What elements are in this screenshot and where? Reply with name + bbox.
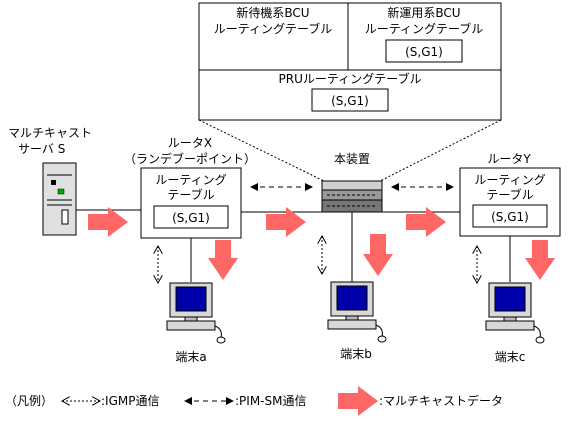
router-y-entry-box	[472, 204, 548, 228]
multicast-arrow-3	[406, 207, 446, 237]
legend-multicast-arrow	[338, 386, 378, 416]
router-y-entry: (S,G1)	[491, 210, 529, 224]
router-y-table-title: ルーティング	[474, 173, 545, 187]
router-x-label: ルータX	[168, 136, 212, 150]
server-label-line1: マルチキャスト	[8, 126, 92, 140]
terminal-b-label: 端末b	[340, 347, 372, 361]
legend-pim-label: :PIM-SM通信	[235, 394, 306, 408]
new-active-bcu-subtitle: ルーティングテーブル	[365, 21, 484, 36]
device-label: 本装置	[334, 152, 370, 166]
callout-line-right	[379, 119, 502, 182]
router-y-table-subtitle: テーブル	[486, 187, 533, 202]
router-y-label: ルータY	[487, 152, 531, 166]
pru-table-title: PRUルーティングテーブル	[279, 71, 422, 86]
multicast-arrow-down-a	[208, 240, 238, 280]
multicast-arrow-down-b	[363, 234, 393, 276]
pru-entry-box	[311, 88, 389, 112]
terminal-a-label: 端末a	[175, 350, 206, 364]
multicast-arrow-2	[266, 207, 306, 237]
new-active-bcu-title: 新運用系BCU	[387, 5, 460, 20]
new-standby-bcu-title: 新待機系BCU	[236, 5, 309, 20]
multicast-arrow-down-c	[525, 240, 555, 280]
server-label-line2: サーバ S	[18, 142, 65, 156]
legend-igmp-label: :IGMP通信	[101, 394, 159, 408]
legend-multicast-label: :マルチキャストデータ	[379, 393, 503, 408]
router-x-entry: (S,G1)	[172, 211, 210, 225]
new-active-bcu-entry-box	[385, 39, 463, 63]
callout-line-left	[198, 119, 325, 182]
new-standby-bcu-subtitle: ルーティングテーブル	[214, 21, 333, 36]
router-x-rp-label: （ランデブーポイント）	[124, 151, 256, 166]
terminal-c-icon	[485, 282, 545, 344]
multicast-server-icon	[42, 162, 77, 236]
legend-title: （凡例）	[5, 394, 53, 408]
terminal-a-icon	[166, 282, 226, 344]
multicast-arrow-1	[88, 207, 128, 237]
pru-entry: (S,G1)	[331, 94, 369, 108]
new-active-bcu-entry: (S,G1)	[405, 45, 443, 59]
router-x-table-title: ルーティング	[155, 173, 226, 187]
router-x-table-subtitle: テーブル	[167, 187, 214, 202]
terminal-b-icon	[327, 281, 387, 343]
terminal-c-label: 端末c	[495, 350, 526, 364]
router-x-entry-box	[153, 205, 229, 229]
device-icon	[321, 180, 383, 213]
